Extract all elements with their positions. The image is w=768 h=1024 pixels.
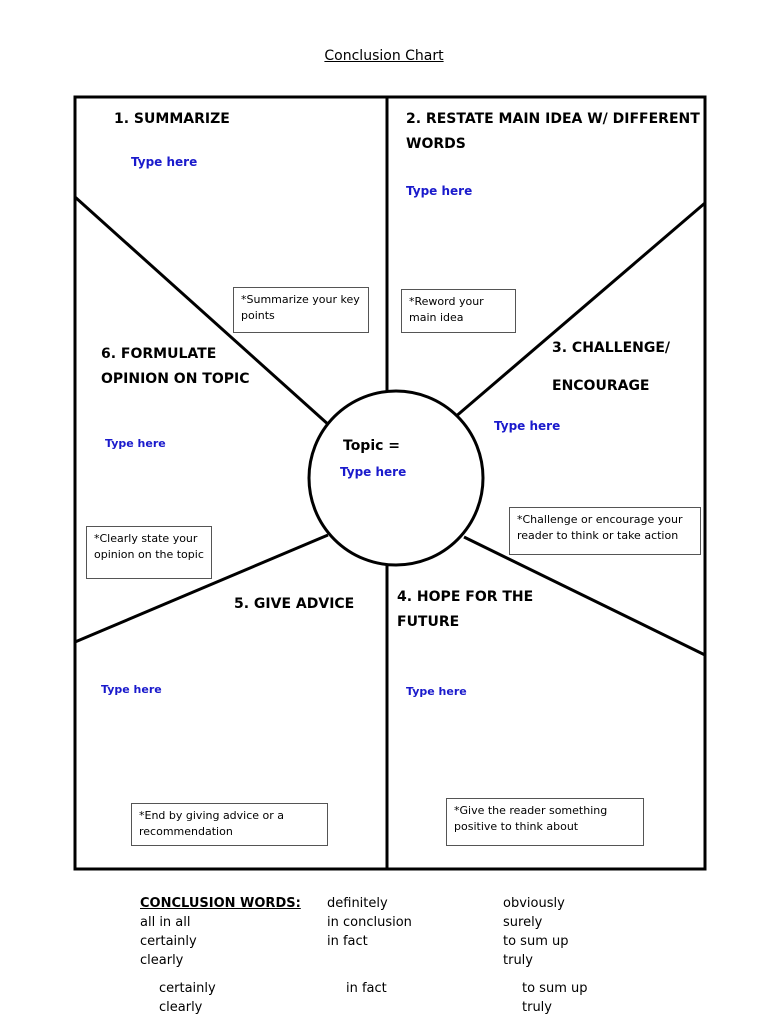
word-item: clearly (159, 1000, 203, 1015)
divider-lower-left (74, 533, 329, 644)
topic-circle (307, 389, 485, 567)
word-item: clearly (140, 953, 184, 968)
section-6-heading-line2: OPINION ON TOPIC (101, 371, 250, 387)
extra-words-col2: in fact (346, 979, 387, 998)
divider-lower-right (463, 535, 706, 657)
section-5-note: *End by giving advice or a recommendatio… (131, 803, 328, 846)
extra-words-col1: certainly clearly (159, 979, 216, 1017)
section-2-heading-line2: WORDS (406, 136, 466, 152)
topic-input[interactable]: Type here (340, 465, 407, 479)
section-2-heading-line1: 2. RESTATE MAIN IDEA W/ DIFFERENT (406, 111, 700, 127)
conclusion-words-header: CONCLUSION WORDS: (140, 896, 301, 911)
section-4-input[interactable]: Type here (406, 685, 467, 698)
section-3-input[interactable]: Type here (494, 419, 561, 433)
section-6-input[interactable]: Type here (105, 437, 166, 450)
outer-frame (73, 95, 707, 871)
word-item: truly (503, 953, 533, 968)
divider-upper-left (73, 195, 332, 428)
word-item: in fact (346, 981, 387, 996)
page-title: Conclusion Chart (324, 48, 444, 64)
section-6-heading-line1: 6. FORMULATE (101, 346, 217, 362)
section-1-note: *Summarize your key points (233, 287, 369, 333)
section-2-heading: 2. RESTATE MAIN IDEA W/ DIFFERENT WORDS (406, 107, 700, 157)
section-3-heading-line2: ENCOURAGE (552, 378, 650, 394)
word-item: truly (522, 1000, 552, 1015)
word-item: surely (503, 915, 543, 930)
section-4-heading: 4. HOPE FOR THE FUTURE (397, 585, 533, 635)
word-item: to sum up (503, 934, 569, 949)
word-item: certainly (140, 934, 197, 949)
word-item: to sum up (522, 981, 588, 996)
section-6-heading: 6. FORMULATE OPINION ON TOPIC (101, 342, 249, 392)
divider-upper-right (453, 201, 706, 420)
section-6-note: *Clearly state your opinion on the topic (86, 526, 212, 579)
section-2-note: *Reword your main idea (401, 289, 516, 333)
word-item: definitely (327, 896, 388, 911)
section-1-input[interactable]: Type here (131, 155, 198, 169)
section-2-input[interactable]: Type here (406, 184, 473, 198)
word-item: all in all (140, 915, 191, 930)
section-4-note: *Give the reader something positive to t… (446, 798, 644, 846)
section-1-heading: 1. SUMMARIZE (114, 111, 230, 127)
section-4-heading-line1: 4. HOPE FOR THE (397, 589, 534, 605)
word-item: in fact (327, 934, 368, 949)
conclusion-words-col1: CONCLUSION WORDS: all in all certainly c… (140, 894, 301, 970)
section-4-heading-line2: FUTURE (397, 614, 460, 630)
section-3-heading-line1: 3. CHALLENGE/ (552, 340, 671, 356)
conclusion-words-col2: definitely in conclusion in fact (327, 894, 412, 951)
word-item: obviously (503, 896, 565, 911)
conclusion-words-col3: obviously surely to sum up truly (503, 894, 568, 970)
section-5-input[interactable]: Type here (101, 683, 162, 696)
word-item: certainly (159, 981, 216, 996)
extra-words-col3: to sum up truly (522, 979, 587, 1017)
section-5-heading: 5. GIVE ADVICE (234, 596, 355, 612)
section-3-note: *Challenge or encourage your reader to t… (509, 507, 701, 555)
word-item: in conclusion (327, 915, 412, 930)
topic-label: Topic = (343, 438, 401, 454)
